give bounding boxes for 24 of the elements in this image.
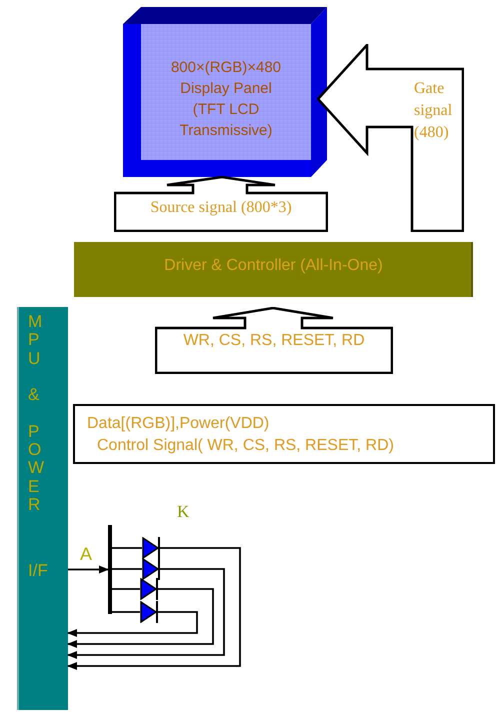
signal-box [73, 404, 495, 464]
signal-label: I/F [28, 561, 48, 581]
wire [112, 568, 142, 570]
signal-label: 800×(RGB)×480 Display Panel (TFT LCD Transmissive) [170, 58, 282, 141]
signal-label: Driver & Controller (All-In-One) [163, 256, 384, 276]
arrow [67, 611, 198, 637]
signal-label: Data[(RGB)],Power(VDD) [87, 414, 270, 434]
interface-bar [17, 307, 68, 710]
wire [112, 611, 140, 613]
arrow [67, 588, 214, 648]
signal-label: Control Signal( WR, CS, RS, RESET, RD) [97, 436, 394, 456]
signal-label: WR, CS, RS, RESET, RD [182, 331, 366, 351]
arrow [68, 566, 109, 574]
signal-label: MPU & POWER [28, 313, 45, 514]
wire [112, 547, 142, 549]
terminal-label: K [177, 501, 190, 523]
signal-label: Source signal (800*3) [149, 198, 293, 218]
arrow [67, 547, 241, 670]
bus-bar [108, 525, 112, 614]
terminal-label: A [80, 543, 92, 566]
controller-box [74, 242, 473, 297]
arrow [67, 568, 225, 659]
signal-label: Gate signal (480) [414, 79, 454, 143]
wire [112, 588, 140, 590]
